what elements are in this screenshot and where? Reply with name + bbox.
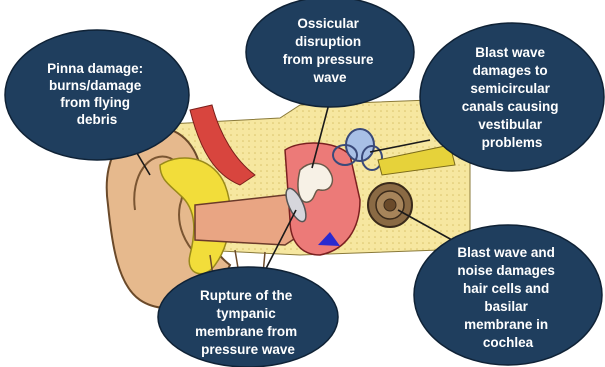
callout-tympanic-line-4: pressure wave xyxy=(201,342,295,357)
callout-semicircular-line-5: vestibular xyxy=(478,117,543,132)
callout-cochlea-line-4: basilar xyxy=(484,299,528,314)
callout-semicircular-line-1: Blast wave xyxy=(475,45,545,60)
callout-pinna-line-4: debris xyxy=(77,112,118,127)
callout-tympanic-line-3: membrane from xyxy=(195,324,297,339)
callout-cochlea-line-5: membrane in xyxy=(464,317,548,332)
callout-pinna: Pinna damage: burns/damage from flying d… xyxy=(5,30,189,160)
ear-canal xyxy=(195,195,300,245)
callout-cochlea-line-3: hair cells and xyxy=(463,281,549,296)
callout-tympanic-line-1: Rupture of the xyxy=(200,288,293,303)
callout-ossicular-line-4: wave xyxy=(312,70,347,85)
callout-semicircular-line-6: problems xyxy=(482,135,543,150)
callout-semicircular: Blast wave damages to semicircular canal… xyxy=(420,23,604,171)
callout-cochlea-line-6: cochlea xyxy=(483,335,534,350)
callout-semicircular-line-2: damages to xyxy=(473,63,548,78)
callout-tympanic-line-2: tympanic xyxy=(216,306,276,321)
callout-tympanic: Rupture of the tympanic membrane from pr… xyxy=(158,267,338,367)
callout-ossicular-line-2: disruption xyxy=(295,34,361,49)
callout-semicircular-line-3: semicircular xyxy=(470,81,550,96)
callout-cochlea-line-1: Blast wave and xyxy=(457,245,555,260)
callout-pinna-line-1: Pinna damage: xyxy=(47,61,143,76)
callout-ossicular-line-3: from pressure xyxy=(283,52,374,67)
callout-semicircular-line-4: canals causing xyxy=(462,99,559,114)
callout-pinna-line-3: from flying xyxy=(60,95,130,110)
cochlea xyxy=(368,183,412,227)
callout-cochlea: Blast wave and noise damages hair cells … xyxy=(414,225,602,365)
callout-pinna-line-2: burns/damage xyxy=(49,78,142,93)
callout-ossicular: Ossicular disruption from pressure wave xyxy=(246,0,414,107)
callout-ossicular-line-1: Ossicular xyxy=(297,16,359,31)
callout-cochlea-line-2: noise damages xyxy=(457,263,555,278)
